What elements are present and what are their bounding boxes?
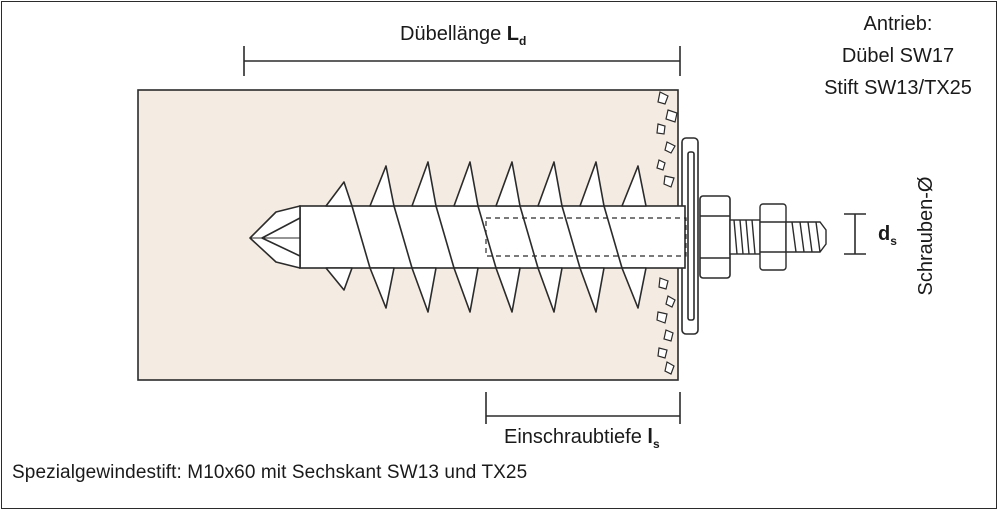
label-einschraubtiefe: Einschraubtiefe ls xyxy=(504,426,660,451)
dim-einschraubtiefe xyxy=(485,392,681,424)
label-antrieb-stift: Stift SW13/TX25 xyxy=(824,77,972,99)
anchor-thread xyxy=(325,161,647,313)
caption-spezialgewindestift: Spezialgewindestift: M10x60 mit Sechskan… xyxy=(12,462,528,483)
anchor-tip xyxy=(249,205,301,269)
dim-ds xyxy=(844,213,866,255)
hex-nut-sw17 xyxy=(699,195,731,279)
label-schrauben-durchmesser: Schrauben-Ø xyxy=(915,177,937,296)
label-antrieb-title: Antrieb: xyxy=(864,13,933,35)
label-duebellaenge: Dübellänge Ld xyxy=(400,23,526,48)
label-antrieb-duebel: Dübel SW17 xyxy=(842,45,954,67)
substrate-edge-texture xyxy=(656,91,678,375)
dim-duebellaenge xyxy=(243,46,681,76)
threaded-pin xyxy=(729,203,827,271)
label-ds: ds xyxy=(878,223,897,248)
